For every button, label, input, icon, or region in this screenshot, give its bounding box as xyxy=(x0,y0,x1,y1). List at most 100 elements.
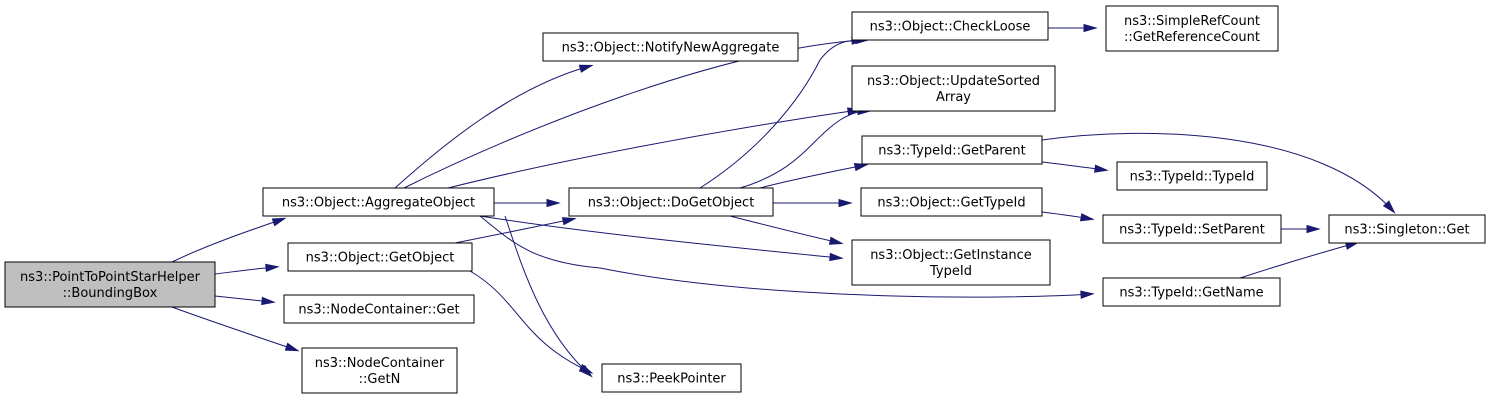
edge-line xyxy=(759,164,866,189)
node-label: Array xyxy=(936,90,971,105)
node-label: ::GetN xyxy=(359,372,401,387)
edge-line xyxy=(479,215,1092,298)
arrowhead xyxy=(271,217,287,227)
node-box xyxy=(860,187,1043,217)
edge-line xyxy=(479,215,841,259)
edge-ogettypeid-to-tsetparent xyxy=(1041,211,1095,222)
node-srcgetref[interactable]: ns3::SimpleRefCount::GetReferenceCount xyxy=(1105,5,1279,52)
edge-line xyxy=(739,110,869,189)
node-label: ns3::SimpleRefCount xyxy=(1124,14,1260,29)
edge-dogetobj-to-updsorted xyxy=(739,106,872,189)
arrowhead xyxy=(546,198,561,208)
edge-aggobj-to-dogetobj xyxy=(494,198,561,208)
call-graph-edges xyxy=(171,23,1396,378)
edge-line xyxy=(504,215,591,376)
node-label: ns3::Object::GetTypeId xyxy=(877,196,1025,211)
edge-bbox-to-ncgetn xyxy=(171,306,300,352)
edge-dogetobj-to-ogettypeid xyxy=(773,198,853,208)
node-box xyxy=(4,261,216,308)
edge-dogetobj-to-getinst xyxy=(729,215,844,245)
node-label: ns3::Object::NotifyNewAggregate xyxy=(562,41,780,56)
edge-bbox-to-getobj xyxy=(214,263,280,275)
node-peek[interactable]: ns3::PeekPointer xyxy=(601,363,742,393)
node-label: ::GetReferenceCount xyxy=(1124,30,1260,45)
arrowhead xyxy=(578,64,594,73)
edge-dogetobj-to-tgetparent xyxy=(759,162,869,189)
node-box xyxy=(851,239,1051,286)
arrowhead xyxy=(284,342,300,352)
node-label: ns3::Object::GetObject xyxy=(306,251,455,266)
edge-aggobj-to-peek xyxy=(504,215,593,378)
node-ttypeid[interactable]: ns3::TypeId::TypeId xyxy=(1116,161,1268,191)
node-notify[interactable]: ns3::Object::NotifyNewAggregate xyxy=(542,32,799,62)
edge-line xyxy=(171,218,284,263)
edge-bbox-to-aggobj xyxy=(171,217,287,263)
edge-tsetparent-to-singleton xyxy=(1280,224,1321,234)
edge-tgetname-to-singleton xyxy=(1239,241,1360,279)
edge-getobj-to-peek xyxy=(469,270,594,374)
edge-aggobj-to-notify xyxy=(394,64,594,189)
edge-checkloose-to-srcgetref xyxy=(1048,23,1098,33)
node-tsetparent[interactable]: ns3::TypeId::SetParent xyxy=(1102,214,1282,244)
node-label: ns3::NodeContainer xyxy=(315,356,445,371)
edge-line xyxy=(171,306,297,351)
node-getobj[interactable]: ns3::Object::GetObject xyxy=(287,242,473,272)
node-box xyxy=(851,65,1056,112)
node-ogettypeid[interactable]: ns3::Object::GetTypeId xyxy=(860,187,1043,217)
edge-line xyxy=(1041,132,1394,212)
node-dogetobj[interactable]: ns3::Object::DoGetObject xyxy=(568,187,774,217)
arrowhead xyxy=(853,162,869,172)
node-label: ns3::Object::AggregateObject xyxy=(282,196,475,211)
edge-bbox-to-ncget xyxy=(214,295,276,306)
node-label: ns3::TypeId::GetName xyxy=(1119,286,1263,301)
edge-line xyxy=(447,109,859,189)
arrowhead xyxy=(261,296,276,306)
node-label: ns3::TypeId::TypeId xyxy=(1130,170,1255,185)
node-label: ns3::PeekPointer xyxy=(617,372,726,387)
edge-line xyxy=(469,270,591,373)
node-box xyxy=(542,32,799,62)
node-box xyxy=(1328,214,1486,244)
node-tgetname[interactable]: ns3::TypeId::GetName xyxy=(1102,277,1281,307)
edge-aggobj-to-updsorted xyxy=(447,107,862,189)
edge-getobj-to-dogetobj xyxy=(454,217,577,244)
edge-line xyxy=(454,218,574,244)
node-box xyxy=(283,294,475,324)
node-label: ns3::Object::CheckLoose xyxy=(870,20,1031,35)
node-box xyxy=(861,135,1043,165)
node-ncgetn[interactable]: ns3::NodeContainer::GetN xyxy=(301,347,458,394)
edge-aggobj-to-tgetname xyxy=(479,215,1095,299)
node-label: ns3::Singleton::Get xyxy=(1344,223,1469,238)
node-box xyxy=(262,187,495,217)
edge-line xyxy=(1239,242,1357,279)
arrowhead xyxy=(828,236,844,245)
node-checkloose[interactable]: ns3::Object::CheckLoose xyxy=(851,11,1049,41)
node-label: ns3::Object::UpdateSorted xyxy=(867,74,1040,89)
node-aggobj[interactable]: ns3::Object::AggregateObject xyxy=(262,187,495,217)
node-label: ns3::Object::DoGetObject xyxy=(588,196,755,211)
arrowhead xyxy=(578,363,594,374)
node-tgetparent[interactable]: ns3::TypeId::GetParent xyxy=(861,135,1043,165)
node-label: TypeId xyxy=(929,264,972,279)
node-bbox[interactable]: ns3::PointToPointStarHelper::BoundingBox xyxy=(4,261,216,308)
node-box xyxy=(851,11,1049,41)
node-label: ns3::TypeId::GetParent xyxy=(878,144,1026,159)
node-label: ns3::TypeId::SetParent xyxy=(1119,223,1265,238)
node-box xyxy=(601,363,742,393)
node-ncget[interactable]: ns3::NodeContainer::Get xyxy=(283,294,475,324)
node-box xyxy=(1102,277,1281,307)
arrowhead xyxy=(1080,290,1095,299)
node-box xyxy=(301,347,458,394)
arrowhead xyxy=(829,252,844,262)
node-singleton[interactable]: ns3::Singleton::Get xyxy=(1328,214,1486,244)
edge-tgetparent-to-singleton xyxy=(1041,132,1396,214)
edge-line xyxy=(729,215,841,244)
node-box xyxy=(1116,161,1268,191)
arrowhead xyxy=(1382,200,1396,214)
edge-aggobj-to-getinst xyxy=(479,215,844,262)
arrowhead xyxy=(838,198,853,208)
node-label: ns3::Object::GetInstance xyxy=(870,248,1032,263)
